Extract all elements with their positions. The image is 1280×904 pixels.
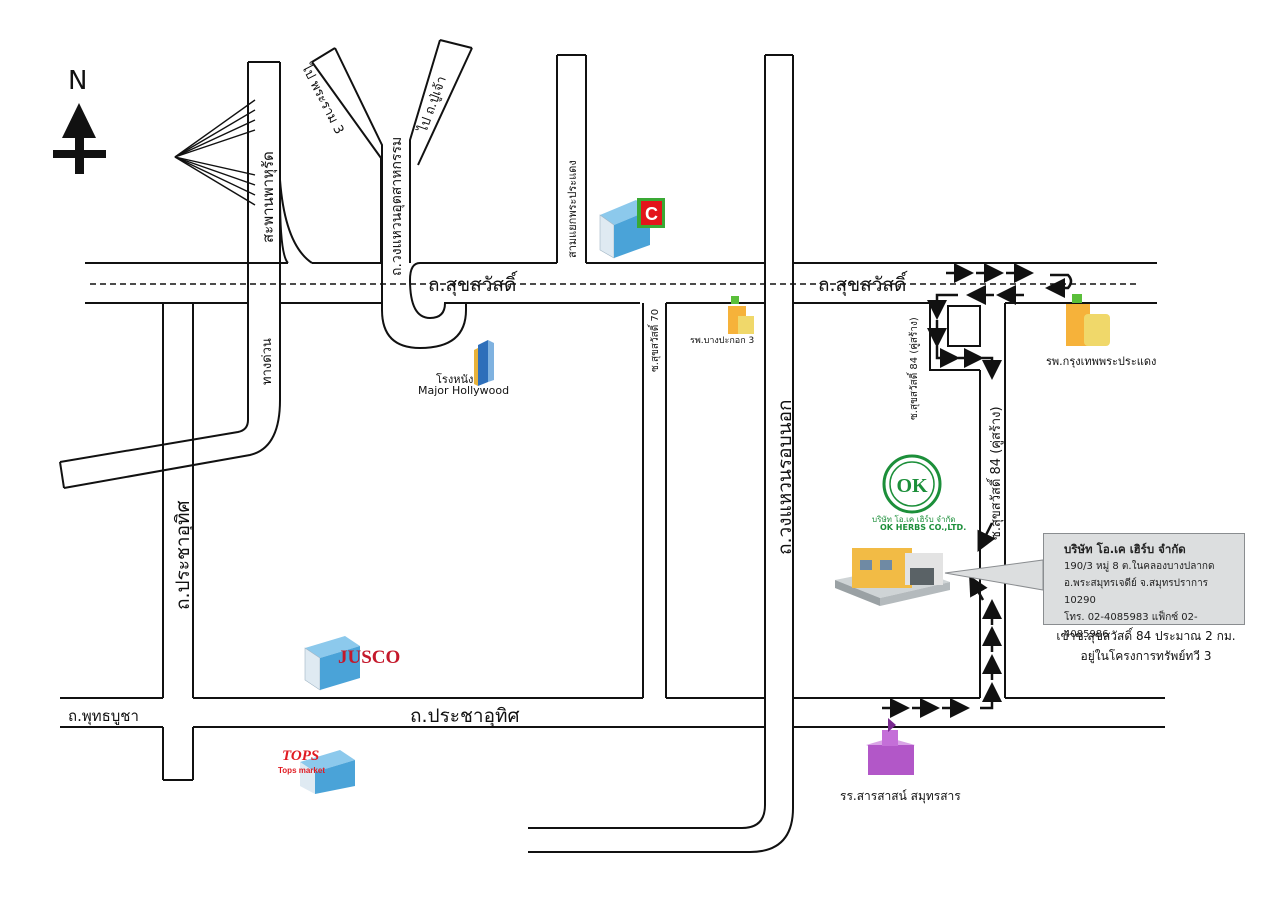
bigc-store-icon: C <box>599 198 665 259</box>
road-label-pracha-uthit: ถ.ประชาอุทิศ <box>410 705 520 727</box>
tops-sub-text: Tops market <box>278 766 325 775</box>
jusco-store-icon: JUSCO <box>304 636 400 691</box>
road-label-samyaek: สามแยกพระประแดง <box>566 160 579 258</box>
tops-market-icon: TOPS Tops market <box>278 748 355 794</box>
school-building-icon <box>866 718 915 775</box>
callout-address-line2: อ.พระสมุทรเจดีย์ จ.สมุทรปราการ 10290 <box>1064 578 1209 606</box>
place-label-hospital-bangkok: รพ.กรุงเทพพระประแดง <box>1046 355 1157 368</box>
ok-logo-text: OK <box>896 475 928 497</box>
jusco-logo-text: JUSCO <box>338 647 400 668</box>
place-label-school: รร.สารสาสน์ สมุทรสาร <box>840 789 961 803</box>
company-building-icon <box>835 548 950 606</box>
road-label-soi70: ซ.สุขสวัสดิ์ 70 <box>650 308 661 372</box>
road-label-soi84-long: ซ.สุขสวัสดิ์ 84 (คู่สร้าง) <box>989 406 1004 540</box>
hospital-bangkok-icon <box>1066 294 1110 346</box>
north-label: N <box>68 66 88 96</box>
road-label-soi84-short: ซ.สุขสวัสดิ์ 84 (คู่สร้าง) <box>909 317 920 420</box>
road-label-ring-road: ถ.วงแหวนรอบนอก <box>774 399 796 556</box>
direction-arrows <box>882 263 1073 718</box>
callout-pointer <box>944 559 1044 591</box>
place-label-cinema-en: Major Hollywood <box>418 384 510 397</box>
cinema-building-icon <box>474 340 494 386</box>
road-network <box>59 39 1165 853</box>
ok-herbs-logo-icon: OK <box>882 454 942 514</box>
direction-note-line2: อยู่ในโครงการทรัพย์ทวี 3 <box>1080 649 1212 663</box>
place-label-hospital-bangpakok: รพ.บางปะกอก 3 <box>690 336 755 346</box>
north-arrow-icon <box>53 103 106 174</box>
hospital-bangpakok-icon <box>728 296 754 334</box>
road-label-sukhumvit-west: ถ.สุขสวัสดิ์ <box>428 274 517 296</box>
road-label-sukhumvit-east: ถ.สุขสวัสดิ์ <box>818 274 907 296</box>
direction-note-line1: เข้าซ.สุขสวัสดิ์ 84 ประมาณ 2 กม. <box>1056 629 1236 643</box>
callout-company-name: บริษัท โอ.เค เฮิร์บ จำกัด <box>1064 542 1186 556</box>
direction-note: เข้าซ.สุขสวัสดิ์ 84 ประมาณ 2 กม. อยู่ในโ… <box>1042 626 1250 666</box>
callout-phone: โทร. 02-4085983 แฟ็กซ์ 02-4085986 <box>1064 612 1198 640</box>
callout-address-line1: 190/3 หมู่ 8 ต.ในคลองบางปลากด <box>1064 561 1215 572</box>
company-name-th-small: บริษัท โอ.เค เฮิร์บ จำกัด <box>872 515 956 524</box>
company-address-callout: บริษัท โอ.เค เฮิร์บ จำกัด 190/3 หมู่ 8 ต… <box>1043 533 1245 640</box>
road-label-inner-ring: ถ.วงแหวนอุตสาหกรรม <box>389 136 405 276</box>
road-label-phutthabucha: ถ.พุทธบูชา <box>68 707 139 725</box>
tops-logo-text: TOPS <box>282 748 319 764</box>
road-label-expressway: ทางด่วน <box>260 338 275 385</box>
road-label-bridge: สะพานพาหุรัด <box>259 151 277 243</box>
road-label-pracha-uthit-vertical: ถ.ประชาอุทิศ <box>172 500 194 610</box>
place-label-cinema-th: โรงหนัง <box>436 373 474 386</box>
company-name-en-small: OK HERBS CO.,LTD. <box>880 523 967 532</box>
bigc-logo-text: C <box>645 204 658 224</box>
